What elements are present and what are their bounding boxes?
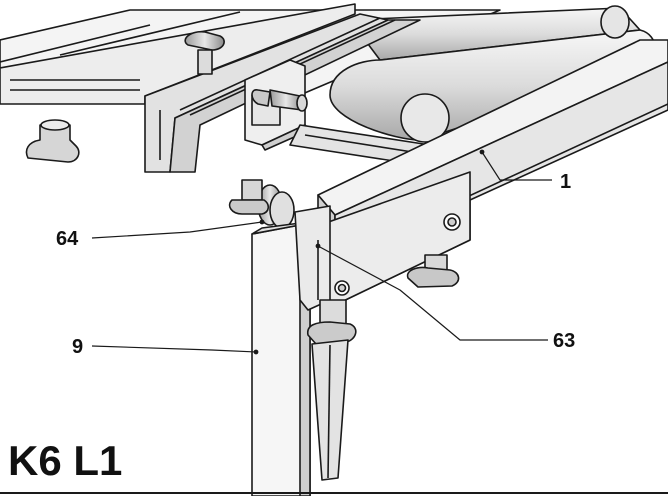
pivot-washer-64: [257, 184, 295, 229]
leg-bracket-63: [294, 205, 331, 311]
fence-lock-knob: [184, 30, 225, 75]
fence-rail: [0, 3, 421, 173]
leader-9: [91, 345, 257, 353]
leader-lines: [91, 151, 552, 353]
clamp-foot-right: [406, 254, 460, 288]
clamp-foot-left: [25, 119, 80, 163]
wing-knob: [251, 89, 308, 112]
figure-title: K6 L1: [8, 437, 123, 484]
callout-1: 1: [560, 171, 572, 193]
leader-dots: [253, 149, 485, 355]
callout-9: 9: [72, 336, 84, 358]
leader-63: [317, 245, 548, 341]
support-leg: [306, 299, 357, 481]
leader-64: [91, 221, 263, 239]
roller-set: [329, 5, 656, 143]
leader-1: [481, 151, 552, 181]
callout-64: 64: [56, 228, 79, 250]
callout-63: 63: [553, 330, 576, 352]
clamp-foot-center: [228, 179, 270, 215]
